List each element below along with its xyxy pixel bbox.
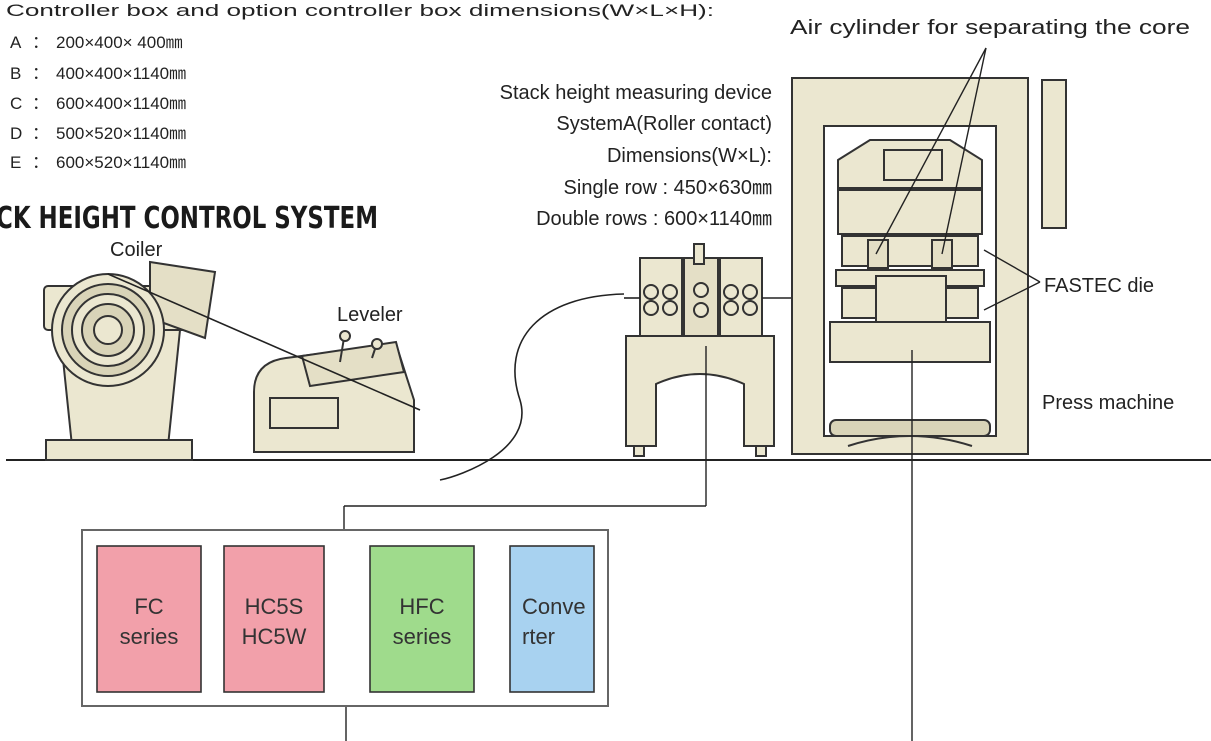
press-machine xyxy=(791,77,1067,455)
measuring-device-line4: Single row : 450×630㎜ xyxy=(564,177,772,199)
dim-sep-d: ： xyxy=(32,124,49,143)
dim-sep-a: ： xyxy=(32,33,49,52)
dim-letter-c: C xyxy=(10,94,22,113)
controller-hfc-line2: series xyxy=(393,624,452,649)
leveler-label: Leveler xyxy=(337,304,403,326)
dim-value-e: 600×520×1140㎜ xyxy=(56,153,186,172)
dim-sep-c: ： xyxy=(32,94,49,113)
dim-sep-e: ： xyxy=(32,153,49,172)
air-cylinder-label: Air cylinder for separating the core xyxy=(790,17,1190,39)
fastec-die-label: FASTEC die xyxy=(1044,275,1154,297)
strip-line xyxy=(107,273,421,411)
controller-converter-line2: rter xyxy=(522,624,555,649)
controller-dimensions-heading: Controller box and option controller box… xyxy=(6,1,714,20)
leveler-machine xyxy=(253,330,415,453)
controller-fc-series: FC series xyxy=(96,545,202,693)
callout-lines xyxy=(875,47,1041,311)
dim-letter-e: E xyxy=(10,153,21,172)
dim-value-a: 200×400× 400㎜ xyxy=(56,33,183,52)
dim-letter-a: A xyxy=(10,33,22,52)
measuring-device xyxy=(625,243,775,457)
measuring-device-line3: Dimensions(W×L): xyxy=(607,145,772,167)
controller-fc-line1: FC xyxy=(134,594,163,619)
controller-hc5-line2: HC5W xyxy=(242,624,307,649)
dim-value-c: 600×400×1140㎜ xyxy=(56,94,186,113)
controller-wiring xyxy=(343,346,913,741)
controller-dimensions: Controller box and option controller box… xyxy=(6,1,714,172)
dim-value-b: 400×400×1140㎜ xyxy=(56,64,186,83)
controller-hfc-line1: HFC xyxy=(399,594,444,619)
dim-value-d: 500×520×1140㎜ xyxy=(56,124,186,143)
sensor-cable xyxy=(439,293,625,481)
press-machine-label: Press machine xyxy=(1042,392,1174,414)
controller-hfc-series: HFC series xyxy=(369,545,475,693)
controller-fc-line2: series xyxy=(120,624,179,649)
controller-hc5-series: HC5S HC5W xyxy=(223,545,325,693)
coiler-label: Coiler xyxy=(110,239,163,261)
measuring-device-text: Stack height measuring device SystemA(Ro… xyxy=(500,82,772,230)
system-title: CK HEIGHT CONTROL SYSTEM xyxy=(0,201,378,236)
measuring-device-line5: Double rows : 600×1140㎜ xyxy=(536,208,772,230)
measuring-device-line2: SystemA(Roller contact) xyxy=(556,113,772,135)
controller-hc5-line1: HC5S xyxy=(245,594,304,619)
coiler-machine xyxy=(43,260,217,461)
dim-sep-b: ： xyxy=(32,64,49,83)
controller-converter: Conve rter xyxy=(509,545,595,693)
measuring-device-line1: Stack height measuring device xyxy=(500,82,772,104)
dim-letter-d: D xyxy=(10,124,22,143)
controller-converter-line1: Conve xyxy=(522,594,586,619)
dim-letter-b: B xyxy=(10,64,21,83)
